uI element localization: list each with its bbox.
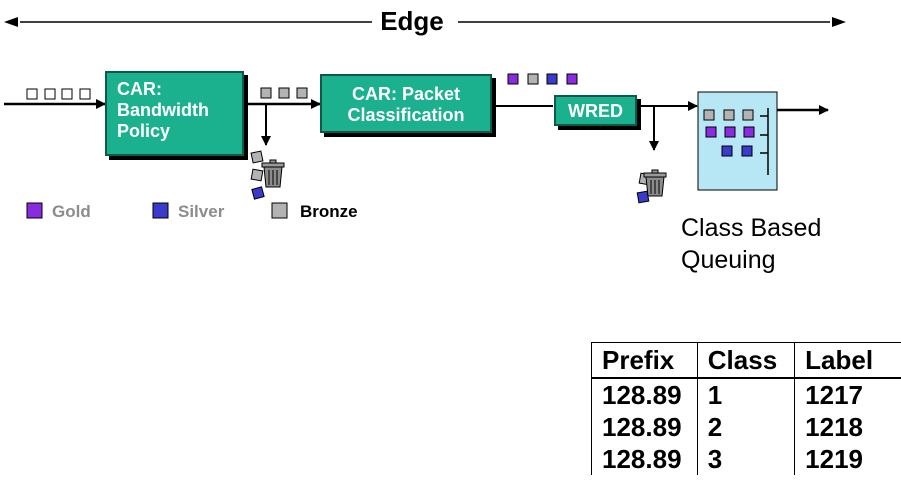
table-row: 128.89 2 1218 (591, 411, 901, 443)
legend-bronze-label: Bronze (300, 202, 358, 221)
cell-label: 1218 (794, 411, 901, 443)
header-prefix: Prefix (591, 342, 698, 379)
table-row: 128.89 1 1217 (591, 378, 901, 411)
cell-class: 2 (696, 411, 795, 443)
edge-arrowhead-right (832, 17, 846, 27)
edge-title: Edge (380, 6, 444, 36)
queue-box (697, 91, 778, 191)
car-bandwidth-policy-box: CAR: Bandwidth Policy (105, 71, 244, 156)
packets-after-car1 (260, 87, 308, 99)
wred-box: WRED (554, 95, 637, 126)
cell-class: 3 (696, 443, 795, 475)
cell-label: 1217 (794, 378, 901, 411)
header-label: Label (794, 342, 901, 379)
table-row: 128.89 3 1219 (591, 443, 901, 475)
legend-silver-swatch (152, 202, 169, 219)
cbq-label-line-1: Class Based (681, 214, 822, 242)
class-based-queuing-label: Class Based Queuing (681, 212, 821, 276)
header-class: Class (696, 342, 795, 379)
cell-prefix: 128.89 (591, 443, 698, 475)
legend-silver-label: Silver (178, 202, 225, 221)
trash-can-icon (261, 159, 285, 188)
queued-packets (703, 109, 755, 157)
cell-class: 1 (696, 378, 795, 411)
legend-gold-label: Gold (52, 202, 91, 221)
cbq-label-line-2: Queuing (681, 246, 776, 274)
trash-can-icon (643, 169, 667, 197)
label-table: Prefix Class Label 128.89 1 1217 128.89 … (591, 342, 901, 475)
cell-label: 1219 (794, 443, 901, 475)
cell-prefix: 128.89 (591, 378, 698, 411)
legend-gold-swatch (26, 202, 43, 219)
cell-prefix: 128.89 (591, 411, 698, 443)
dropped-packets-1 (250, 150, 265, 200)
input-packets (26, 88, 91, 100)
table-header-row: Prefix Class Label (591, 342, 901, 379)
edge-arrowhead-left (4, 17, 18, 27)
car-packet-classification-box: CAR: Packet Classification (320, 74, 492, 133)
packets-after-car2 (507, 73, 578, 85)
legend-bronze-swatch (271, 202, 288, 219)
